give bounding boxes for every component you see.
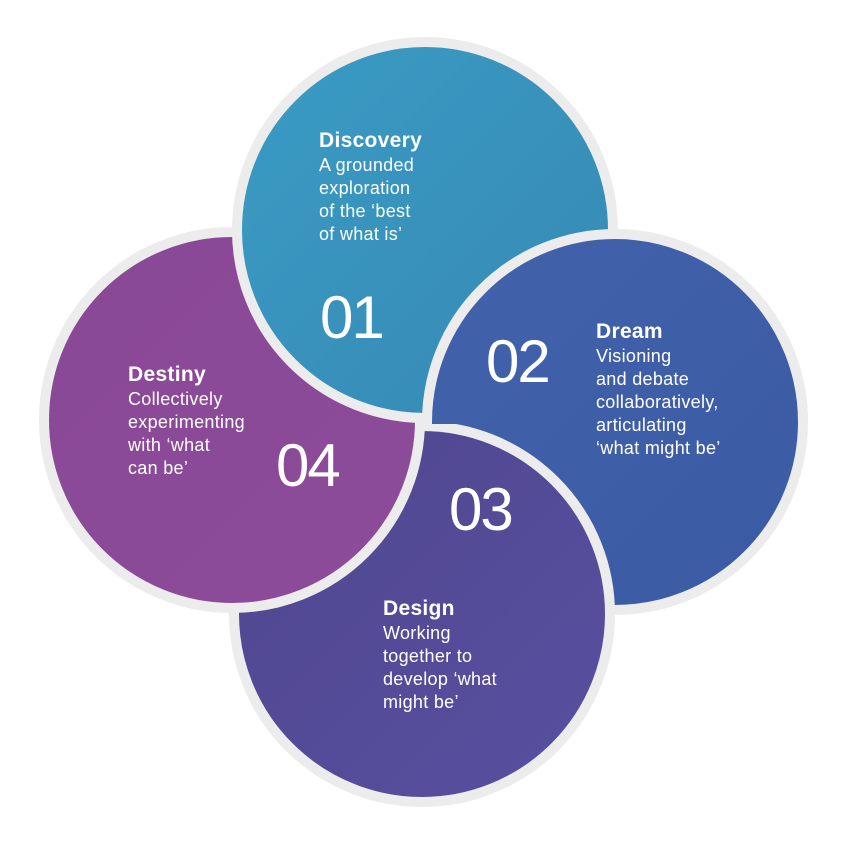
stage-description: Visioning and debate collaboratively, ar… <box>596 346 721 458</box>
stage-description: A grounded exploration of the ‘best of w… <box>319 155 415 244</box>
stage-number: 01 <box>320 284 385 351</box>
stage-title: Destiny <box>128 363 206 386</box>
stage-description: Collectively experimenting with ‘what ca… <box>128 389 245 478</box>
stage-dream: Dream Visioning and debate collaborative… <box>596 319 721 460</box>
stage-destiny: Destiny Collectively experimenting with … <box>128 362 245 480</box>
stage-discovery: Discovery A grounded exploration of the … <box>319 128 422 246</box>
stage-number: 02 <box>486 328 551 395</box>
stage-number: 03 <box>449 476 514 543</box>
dream-circle-overlap <box>422 229 808 424</box>
stage-title: Discovery <box>319 129 423 152</box>
stage-description: Working together to develop ‘what might … <box>383 623 497 712</box>
stage-title: Dream <box>596 320 663 343</box>
stage-number: 04 <box>276 432 341 499</box>
stage-title: Design <box>383 597 455 620</box>
stage-design: Design Working together to develop ‘what… <box>383 596 497 714</box>
